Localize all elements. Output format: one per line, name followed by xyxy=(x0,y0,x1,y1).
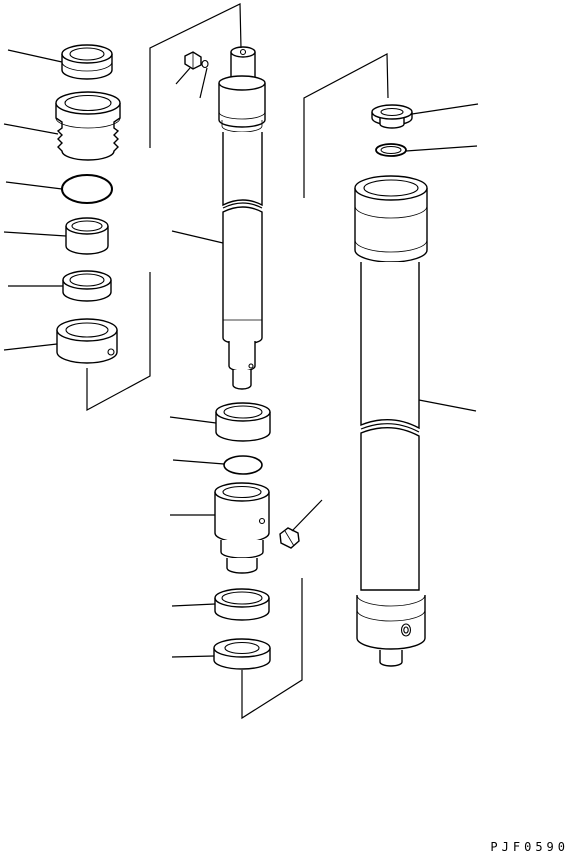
leader-line xyxy=(169,416,217,424)
bracket-upper-right xyxy=(303,53,389,198)
leader-line xyxy=(411,103,479,115)
piston[interactable] xyxy=(214,482,270,574)
bushing[interactable] xyxy=(65,217,109,255)
leader-line xyxy=(171,603,216,607)
drawing-code: PJF0590 xyxy=(490,840,569,854)
piston-nut[interactable] xyxy=(213,638,271,670)
leader-line xyxy=(3,123,59,135)
gland-head[interactable] xyxy=(56,318,118,364)
piston-seal[interactable] xyxy=(215,402,271,442)
leader-line xyxy=(7,49,63,63)
leader-line xyxy=(171,655,215,658)
grease-fitting-side[interactable] xyxy=(279,527,300,549)
leader-line xyxy=(199,67,208,99)
rod-packing[interactable] xyxy=(62,270,112,302)
leader-line xyxy=(291,499,323,532)
bracket-lower-center xyxy=(241,578,303,720)
leader-line xyxy=(171,230,224,244)
leader-line xyxy=(5,181,63,190)
grease-fitting-top[interactable] xyxy=(184,51,209,70)
wear-ring[interactable] xyxy=(214,588,270,621)
leader-line xyxy=(175,67,191,85)
threaded-gland[interactable] xyxy=(55,91,121,161)
cylinder-tube[interactable] xyxy=(354,175,428,667)
leader-line xyxy=(3,231,67,237)
wiper-seal[interactable] xyxy=(61,44,113,80)
leader-line xyxy=(172,459,225,465)
backup-ring[interactable] xyxy=(375,143,407,157)
piston-o-ring[interactable] xyxy=(223,455,263,475)
bracket-upper-left xyxy=(86,3,242,412)
piston-rod[interactable] xyxy=(218,46,266,390)
leader-line xyxy=(405,145,478,152)
leader-line xyxy=(418,399,477,412)
o-ring[interactable] xyxy=(61,174,113,204)
dust-seal[interactable] xyxy=(371,104,413,129)
leader-line xyxy=(3,343,58,351)
